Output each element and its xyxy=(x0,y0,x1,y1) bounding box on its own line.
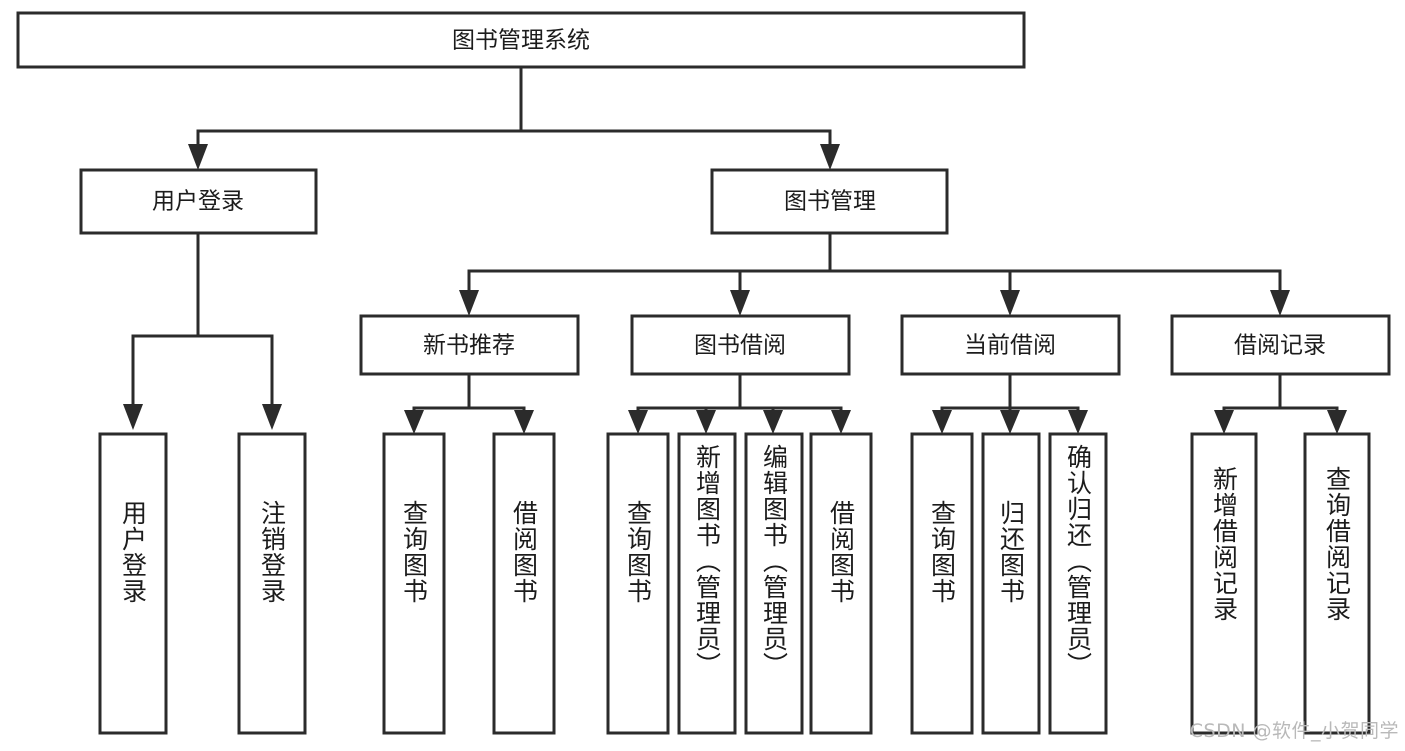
node-leaf-query-record-box[interactable] xyxy=(1303,432,1371,735)
arrow-icon-borrow-record xyxy=(1270,290,1290,316)
node-new-book-recommend-label: 新书推荐 xyxy=(423,333,515,359)
node-leaf-add-book-box[interactable] xyxy=(677,432,737,735)
node-leaf-add-record-box[interactable] xyxy=(1190,432,1258,735)
arrow-icon-current-borrow xyxy=(1000,290,1020,316)
leaf-boxes xyxy=(98,432,1371,735)
arrow-icon-leaf-edit-book xyxy=(763,410,783,434)
node-borrow-record[interactable]: 借阅记录 xyxy=(1170,314,1391,376)
node-leaf-query-book-1-box[interactable] xyxy=(382,432,446,735)
connector-borrow-record-to-leaves xyxy=(1214,372,1347,434)
node-title-root-label: 图书管理系统 xyxy=(452,28,590,54)
arrow-icon-leaf-borrow-book-2 xyxy=(831,410,851,434)
node-leaf-borrow-book-2-box[interactable] xyxy=(809,432,873,735)
arrow-icon-leaf-query-record xyxy=(1327,410,1347,434)
arrow-icon-leaf-query-book-2 xyxy=(628,410,648,434)
node-leaf-return-book-box[interactable] xyxy=(981,432,1041,735)
node-leaf-logout-login-box[interactable] xyxy=(237,432,307,735)
node-current-borrow[interactable]: 当前借阅 xyxy=(900,314,1121,376)
node-current-borrow-box[interactable] xyxy=(900,314,1121,376)
node-book-management-box[interactable] xyxy=(710,168,949,235)
node-new-book-recommend-box[interactable] xyxy=(359,314,580,376)
node-leaf-borrow-book-1-box[interactable] xyxy=(492,432,556,735)
connector-book-management-to-level3 xyxy=(459,231,1290,316)
node-user-login-label: 用户登录 xyxy=(152,189,244,215)
connector-user-login-to-leaves xyxy=(123,231,282,430)
node-leaf-query-book-2-box[interactable] xyxy=(606,432,670,735)
arrow-icon-leaf-add-book xyxy=(696,410,716,434)
node-current-borrow-label: 当前借阅 xyxy=(964,333,1056,359)
watermark-text: CSDN @软件_小贺同学 xyxy=(1189,720,1399,742)
node-user-login-box[interactable] xyxy=(79,168,318,235)
arrow-icon-book-management xyxy=(820,144,840,170)
arrow-icon-leaf-return-book xyxy=(1000,410,1020,434)
arrow-icon-leaf-logout xyxy=(262,404,282,430)
connector-book-borrow-to-leaves xyxy=(628,372,851,434)
arrow-icon-leaf-confirm-return xyxy=(1068,410,1088,434)
node-user-login[interactable]: 用户登录 xyxy=(79,168,318,235)
node-borrow-record-label: 借阅记录 xyxy=(1234,333,1326,359)
arrow-icon-leaf-add-record xyxy=(1214,410,1234,434)
connector-root-to-level2 xyxy=(188,65,840,170)
node-leaf-confirm-return-box[interactable] xyxy=(1048,432,1108,735)
arrow-icon-new-book xyxy=(459,290,479,316)
node-book-management[interactable]: 图书管理 xyxy=(710,168,949,235)
connector-new-book-to-leaves xyxy=(404,372,534,434)
node-leaf-query-book-3-box[interactable] xyxy=(910,432,974,735)
node-book-borrow-label: 图书借阅 xyxy=(694,333,786,359)
arrow-icon-leaf-query-book-3 xyxy=(932,410,952,434)
arrow-icon-leaf-query-book-1 xyxy=(404,410,424,434)
node-leaf-user-login-box[interactable] xyxy=(98,432,168,735)
node-borrow-record-box[interactable] xyxy=(1170,314,1391,376)
connector-current-borrow-to-leaves xyxy=(932,372,1088,434)
node-new-book-recommend[interactable]: 新书推荐 xyxy=(359,314,580,376)
node-title-root[interactable]: 图书管理系统 xyxy=(16,11,1026,69)
arrow-icon-user-login xyxy=(188,144,208,170)
arrow-icon-leaf-user-login xyxy=(123,404,143,430)
arrow-icon-book-borrow xyxy=(730,290,750,316)
arrow-icon-leaf-borrow-book-1 xyxy=(514,410,534,434)
node-leaf-edit-book-box[interactable] xyxy=(744,432,804,735)
node-title-root-box[interactable] xyxy=(16,11,1026,69)
node-book-borrow[interactable]: 图书借阅 xyxy=(630,314,851,376)
node-book-management-label: 图书管理 xyxy=(784,189,876,215)
node-book-borrow-box[interactable] xyxy=(630,314,851,376)
